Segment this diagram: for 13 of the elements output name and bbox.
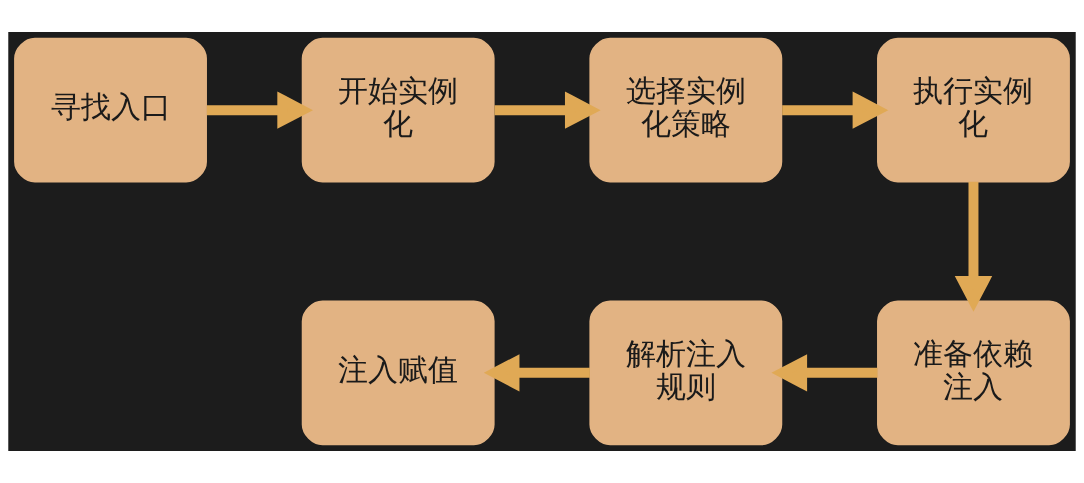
arrow — [483, 354, 590, 392]
node-box: 选择实例化策略 — [589, 37, 783, 183]
arrow — [782, 91, 889, 129]
node-box: 开始实例化 — [301, 37, 495, 183]
node-box: 寻找入口 — [14, 37, 207, 183]
arrow — [494, 91, 601, 129]
node-box: 执行实例化 — [877, 37, 1070, 183]
arrow — [206, 91, 313, 129]
node-box: 注入赋值 — [301, 300, 495, 446]
arrow — [954, 181, 993, 312]
arrow — [771, 354, 878, 392]
node-box: 解析注入规则 — [589, 300, 783, 446]
node-box: 准备依赖注入 — [877, 300, 1070, 446]
